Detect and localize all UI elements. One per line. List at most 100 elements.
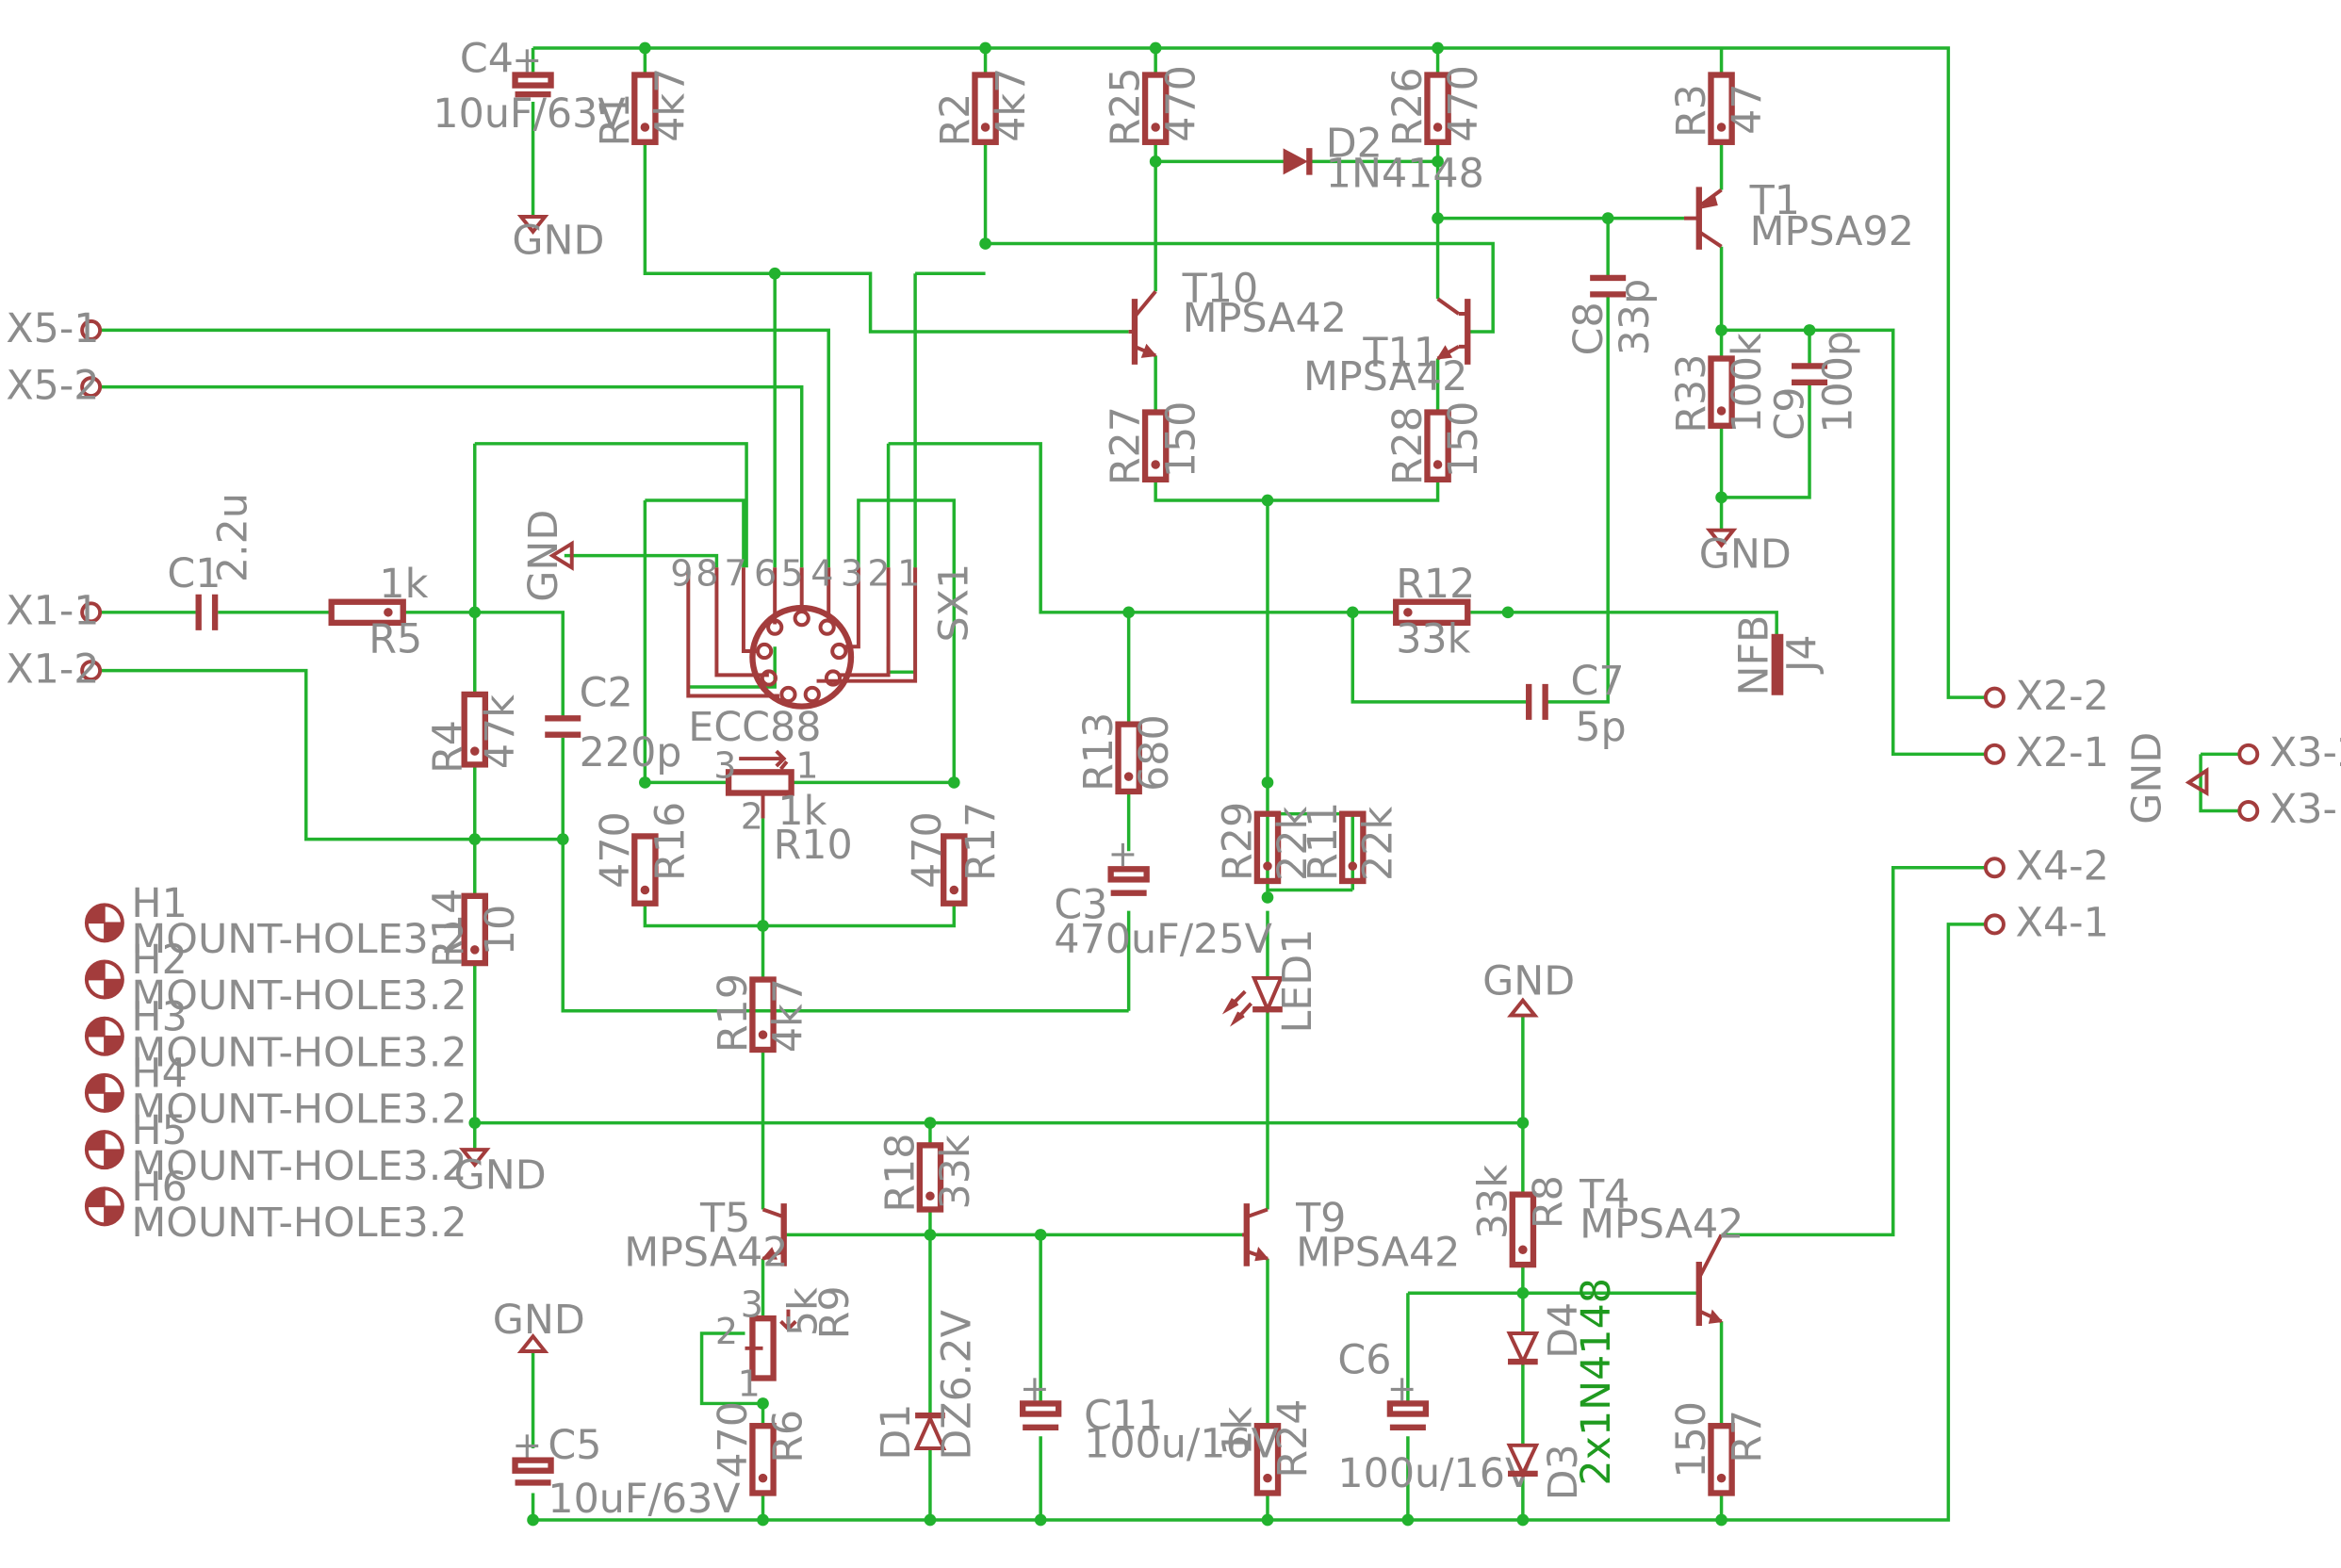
junctions (468, 41, 1816, 1527)
mount-hole-h5: H5 MOUNT-HOLE3.2 (84, 1107, 467, 1190)
potentiometer-r9[interactable]: 3 2 1 5k R9 (715, 1284, 859, 1405)
junction-dot (468, 833, 482, 845)
capacitor-c4[interactable]: + C4 10uF/63V (433, 35, 625, 138)
junction-dot (468, 1117, 482, 1129)
jumper-j4[interactable]: NFB J4 (1731, 615, 1826, 696)
component-label: 150 (1157, 401, 1204, 479)
resistor-r25[interactable]: R25 470 (1103, 65, 1205, 146)
capacitor-c7[interactable]: C7 5p (1526, 658, 1627, 751)
junction-dot (1261, 891, 1274, 904)
component-label: C11 (1084, 1392, 1163, 1439)
resistor-r26[interactable]: R26 470 (1384, 65, 1487, 146)
component-label: 10uF/63V (548, 1476, 740, 1523)
connector-pad-x3-1[interactable] (2237, 800, 2260, 823)
connector-pad-x5-2[interactable] (80, 376, 103, 399)
component-label: GND (1699, 531, 1792, 578)
component-label: 5k (780, 1287, 827, 1336)
connector-pad-x5-1[interactable] (80, 318, 103, 341)
led-led1[interactable]: LED1 (1221, 929, 1321, 1034)
component-label: R18 (877, 1134, 925, 1213)
component-label: NFB (1731, 615, 1778, 696)
resistor-r6[interactable]: 470 R6 (710, 1401, 812, 1496)
capacitor-c2[interactable]: C2 220p (545, 670, 681, 776)
component-label: R25 (1103, 67, 1150, 146)
resistor-r3[interactable]: R3 47 (1668, 72, 1771, 145)
connector-pad-x1-1[interactable] (80, 601, 103, 624)
transistor-t5[interactable]: T5 MPSA42 (624, 1195, 788, 1276)
component-label: 4k7 (988, 68, 1035, 142)
connector-pad-x4-2[interactable] (1983, 857, 2005, 879)
component-label: R24 (1269, 1399, 1317, 1478)
transistor-t11[interactable]: T11 MPSA42 (1303, 297, 1471, 400)
resistor-r7[interactable]: 150 R7 (1668, 1401, 1771, 1496)
junction-dot (947, 776, 960, 789)
capacitor-c1[interactable]: C1 2.2u (167, 493, 256, 630)
diode-d1[interactable]: D1 DZ6.2V (873, 1310, 981, 1461)
junction-dot (757, 920, 769, 932)
resistor-r19[interactable]: R19 4k7 (710, 973, 812, 1053)
junction-dot (757, 1513, 769, 1527)
diode-d4[interactable]: D4 (1506, 1302, 1587, 1366)
resistor-r28[interactable]: R28 150 (1384, 401, 1487, 486)
resistor-r1[interactable]: R1 4k7 (592, 68, 695, 147)
resistor-r13[interactable]: R13 680 (1075, 712, 1178, 795)
tube-socket-sx1[interactable]: 9 8 7 6 5 4 3 2 1 SX1 (670, 552, 978, 710)
capacitor-c5[interactable]: + C5 10uF/63V (512, 1422, 741, 1523)
resistor-r11[interactable]: R11 22k (1300, 802, 1402, 885)
resistor-r17[interactable]: 470 R17 (904, 802, 1005, 906)
capacitor-c8[interactable]: C8 33p (1565, 274, 1659, 355)
junction-dot (1601, 212, 1614, 224)
component-label: C6 (1337, 1337, 1391, 1384)
resistor-r4[interactable]: R4 47k (425, 691, 524, 774)
resistor-r29[interactable]: R29 22k (1215, 802, 1318, 885)
resistor-r12[interactable]: R12 33k (1393, 561, 1475, 663)
connector-pad-x2-2[interactable] (1983, 686, 2005, 709)
transistor-t10[interactable]: T10 MPSA42 (1128, 265, 1347, 365)
capacitor-c9[interactable]: C9 100p (1767, 331, 1862, 441)
junction-dot (1432, 212, 1444, 224)
component-label: T5 (699, 1195, 750, 1242)
diode-d3[interactable]: D3 2x1N4148 (1506, 1278, 1620, 1500)
mount-hole-h4: H4 MOUNT-HOLE3.2 (84, 1051, 467, 1134)
resistor-r8[interactable]: 33k R8 (1469, 1165, 1572, 1268)
transistor-t1[interactable]: T1 MPSA92 (1683, 177, 1914, 255)
connector-label: X2-2 (2016, 673, 2109, 720)
resistor-r16[interactable]: 470 R16 (592, 802, 695, 906)
component-label: R19 (710, 973, 757, 1053)
connector-pad-x3-2[interactable] (2237, 743, 2260, 765)
junction-dot (1516, 1286, 1530, 1299)
connector-pad-x2-1[interactable] (1983, 743, 2005, 765)
component-label: 47 (1724, 83, 1771, 134)
component-label: 47k (477, 694, 524, 769)
junction-dot (924, 1229, 937, 1241)
capacitor-c6[interactable]: + C6 100u/16V (1337, 1337, 1532, 1497)
resistor-r14[interactable]: R14 10 (425, 889, 524, 968)
junction-dot (556, 833, 569, 845)
resistor-r24[interactable]: 1k R24 (1215, 1399, 1318, 1496)
gnd-symbol-c5: GND (493, 1297, 585, 1353)
capacitor-c3[interactable]: + C3 470uF/25V (1054, 833, 1271, 963)
resistor-r5[interactable]: 1k R5 (328, 561, 429, 663)
connector-pad-x4-1[interactable] (1983, 913, 2005, 936)
resistor-r33[interactable]: R33 100k (1668, 333, 1771, 433)
resistor-r18[interactable]: R18 33k (877, 1134, 980, 1213)
tube-name-label: SX1 (931, 564, 978, 643)
junction-dot (1715, 324, 1727, 336)
connector-pad-x1-2[interactable] (80, 660, 103, 682)
component-label: T11 (1362, 329, 1439, 376)
transistor-t9[interactable]: T9 MPSA42 (1242, 1195, 1460, 1277)
component-label: 2x1N4148 (1573, 1278, 1620, 1486)
resistor-r2[interactable]: R2 4k7 (932, 68, 1035, 147)
component-label: GND (2123, 732, 2170, 825)
junction-dot (639, 41, 651, 55)
component-label: C1 (167, 550, 221, 597)
resistor-r27[interactable]: R27 150 (1103, 401, 1205, 486)
connector-label: X1-2 (6, 645, 99, 693)
transistor-t4[interactable]: T4 MPSA42 (1579, 1171, 1743, 1327)
potentiometer-r10[interactable]: 3 1 2 1k R10 ECC88 (688, 704, 852, 869)
capacitor-c11[interactable]: + C11 100u/16V (1020, 1367, 1279, 1467)
component-label: R17 (958, 802, 1005, 881)
component-label: R4 (425, 720, 472, 774)
diode-d2[interactable]: D2 1N4148 (1283, 121, 1484, 198)
junction-dot (1346, 606, 1359, 619)
